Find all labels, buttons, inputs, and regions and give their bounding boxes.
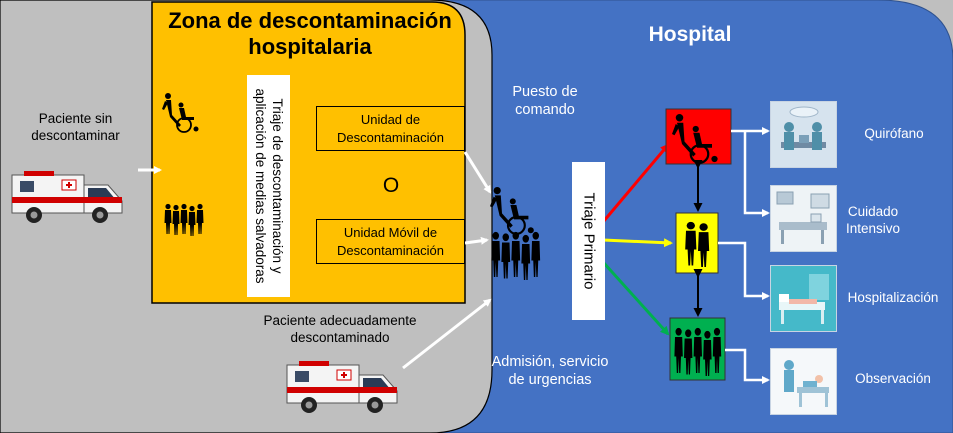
or-label: O	[382, 174, 400, 197]
operating-room-icon	[771, 102, 836, 167]
decon-triage-label: Triaje de descontaminación y aplicación …	[252, 88, 286, 283]
command-post-line1: Puesto de	[512, 84, 578, 100]
arrow-mobile-unit-to-triage	[464, 236, 489, 245]
decon-triage-line1: Triaje de descontaminación y	[269, 98, 285, 274]
primary-triage-box: Triaje Primario	[572, 162, 605, 320]
arrow-red-priority	[601, 143, 670, 223]
intensive-care-icon	[771, 186, 836, 251]
primary-triage-label: Triaje Primario	[580, 192, 597, 290]
mobile-decon-unit-line1: Unidad Móvil de	[343, 224, 438, 240]
admission-label: Admisión, servicio de urgencias	[475, 353, 625, 389]
admission-line2: de urgencias	[508, 372, 592, 389]
decon-triage-line2: aplicación de medias salvadoras	[252, 88, 268, 284]
decon-zone-title-line2: hospitalaria	[248, 34, 372, 59]
hospitalization-image	[770, 265, 837, 332]
decontaminated-patient-line2: descontaminado	[290, 329, 390, 345]
observation-image	[770, 348, 837, 415]
hospitalization-label: Hospitalización	[847, 290, 939, 305]
decontaminated-patient-label: Paciente adecuadamente descontaminado	[255, 313, 425, 347]
intensive-care-line2: Intensivo	[845, 220, 901, 236]
decon-unit-box: Unidad de Descontaminación	[316, 106, 465, 151]
mobile-decon-unit-box: Unidad Móvil de Descontaminación	[316, 219, 465, 264]
yellow-triage-box	[675, 212, 719, 274]
arrow-unit-to-triage	[463, 151, 492, 194]
arrow-to-hospitalizacion	[718, 241, 770, 300]
decon-zone-title: Zona de descontaminación hospitalaria	[160, 8, 460, 60]
decontaminated-patient-line1: Paciente adecuadamente	[263, 313, 417, 328]
command-post-label: Puesto de comando	[495, 83, 595, 119]
arrow-to-observacion	[725, 348, 770, 384]
admission-line1: Admisión, servicio	[491, 354, 609, 370]
quirofano-label: Quirófano	[864, 126, 924, 141]
intensive-care-line1: Cuidado	[847, 204, 899, 219]
hospital-bed-icon	[771, 266, 836, 331]
arrow-clean-patient-to-triage	[402, 298, 492, 370]
arrow-yellow-priority	[602, 238, 673, 248]
uncontaminated-patient-line1: Paciente sin	[38, 111, 113, 126]
arrow-green-priority	[601, 260, 670, 336]
uncontaminated-patient-label: Paciente sin descontaminar	[18, 111, 133, 145]
decon-unit-line1: Unidad de	[360, 111, 421, 127]
operating-room-image	[770, 101, 837, 168]
arrow-to-cuidado-intensivo	[743, 131, 770, 217]
uncontaminated-patient-line2: descontaminar	[31, 127, 120, 143]
observation-icon	[771, 349, 836, 414]
decon-triage-box: Triaje de descontaminación y aplicación …	[247, 75, 290, 297]
hospital-title: Hospital	[648, 23, 732, 46]
mobile-decon-unit-line2: Descontaminación	[337, 242, 444, 258]
observation-label: Observación	[855, 371, 931, 386]
command-post-line2: comando	[515, 102, 575, 119]
decon-zone-title-line1: Zona de descontaminación	[168, 8, 452, 33]
intensive-care-image	[770, 185, 837, 252]
decon-unit-line2: Descontaminación	[337, 129, 444, 145]
intensive-care-label: Cuidado Intensivo	[838, 204, 908, 238]
